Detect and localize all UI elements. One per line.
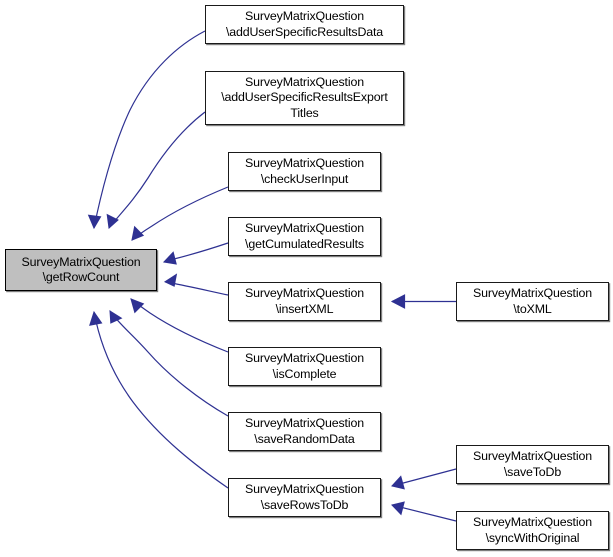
graph-node-label: SurveyMatrixQuestion \isComplete bbox=[245, 351, 364, 381]
edge-line bbox=[93, 311, 229, 489]
graph-edge-saveRandomData-to-getRowCount bbox=[109, 310, 229, 417]
graph-node-addUserSpecificResultsExportTitles[interactable]: SurveyMatrixQuestion \addUserSpecificRes… bbox=[205, 71, 404, 125]
graph-edge-isComplete-to-getRowCount bbox=[130, 298, 229, 353]
graph-node-saveToDb[interactable]: SurveyMatrixQuestion \saveToDb bbox=[456, 445, 609, 484]
graph-node-label: SurveyMatrixQuestion \getCumulatedResult… bbox=[245, 221, 364, 251]
graph-node-getRowCount: SurveyMatrixQuestion \getRowCount bbox=[5, 249, 157, 291]
graph-node-label: SurveyMatrixQuestion \checkUserInput bbox=[245, 156, 364, 186]
edge-arrowhead bbox=[109, 310, 123, 324]
graph-edge-insertXML-to-getRowCount bbox=[163, 273, 229, 296]
graph-node-label: SurveyMatrixQuestion \saveToDb bbox=[473, 449, 592, 479]
graph-node-toXML[interactable]: SurveyMatrixQuestion \toXML bbox=[456, 282, 609, 321]
graph-node-label: SurveyMatrixQuestion \saveRowsToDb bbox=[245, 482, 364, 512]
graph-node-label: SurveyMatrixQuestion \getRowCount bbox=[21, 254, 141, 285]
graph-edge-getCumulatedResults-to-getRowCount bbox=[162, 242, 229, 265]
graph-node-saveRowsToDb[interactable]: SurveyMatrixQuestion \saveRowsToDb bbox=[228, 478, 381, 517]
graph-node-label: SurveyMatrixQuestion \toXML bbox=[473, 286, 592, 316]
graph-node-isComplete[interactable]: SurveyMatrixQuestion \isComplete bbox=[228, 347, 381, 386]
edge-line bbox=[109, 310, 229, 417]
edge-arrowhead bbox=[391, 501, 405, 516]
edge-line bbox=[108, 111, 206, 229]
edge-arrowhead bbox=[89, 310, 103, 326]
graph-edge-saveToDb-to-saveRowsToDb bbox=[391, 468, 457, 490]
graph-edge-saveRowsToDb-to-getRowCount bbox=[89, 310, 229, 489]
edge-arrowhead bbox=[163, 273, 178, 287]
graph-node-getCumulatedResults[interactable]: SurveyMatrixQuestion \getCumulatedResult… bbox=[228, 217, 381, 256]
edge-line bbox=[391, 504, 457, 522]
edge-line bbox=[93, 30, 206, 229]
graph-node-label: SurveyMatrixQuestion \saveRandomData bbox=[245, 416, 364, 446]
graph-node-checkUserInput[interactable]: SurveyMatrixQuestion \checkUserInput bbox=[228, 152, 381, 191]
edge-line bbox=[164, 281, 229, 296]
graph-node-label: SurveyMatrixQuestion \addUserSpecificRes… bbox=[221, 74, 388, 120]
graph-node-saveRandomData[interactable]: SurveyMatrixQuestion \saveRandomData bbox=[228, 412, 381, 451]
edge-arrowhead bbox=[390, 294, 406, 309]
graph-edge-addUserSpecificResultsExportTitles-to-getRowCount bbox=[106, 111, 206, 229]
graph-edge-addUserSpecificResultsData-to-getRowCount bbox=[87, 30, 206, 230]
graph-node-insertXML[interactable]: SurveyMatrixQuestion \insertXML bbox=[228, 282, 381, 321]
graph-node-syncWithOriginal[interactable]: SurveyMatrixQuestion \syncWithOriginal bbox=[456, 511, 609, 550]
edge-arrowhead bbox=[162, 251, 177, 265]
edge-line bbox=[163, 242, 229, 263]
edge-line bbox=[131, 186, 229, 241]
graph-node-label: SurveyMatrixQuestion \insertXML bbox=[245, 286, 364, 316]
edge-arrowhead bbox=[391, 475, 405, 490]
graph-node-label: SurveyMatrixQuestion \addUserSpecificRes… bbox=[225, 9, 384, 39]
edge-arrowhead bbox=[87, 214, 102, 230]
edge-line bbox=[391, 468, 457, 487]
edge-line bbox=[130, 298, 229, 353]
graph-node-addUserSpecificResultsData[interactable]: SurveyMatrixQuestion \addUserSpecificRes… bbox=[205, 5, 404, 44]
edge-arrowhead bbox=[106, 213, 119, 229]
graph-edge-checkUserInput-to-getRowCount bbox=[131, 186, 229, 241]
graph-node-label: SurveyMatrixQuestion \syncWithOriginal bbox=[473, 515, 592, 545]
graph-edge-syncWithOriginal-to-saveRowsToDb bbox=[391, 501, 457, 522]
edge-arrowhead bbox=[131, 225, 145, 241]
graph-edge-toXML-to-insertXML bbox=[390, 294, 456, 309]
edge-arrowhead bbox=[130, 298, 145, 314]
